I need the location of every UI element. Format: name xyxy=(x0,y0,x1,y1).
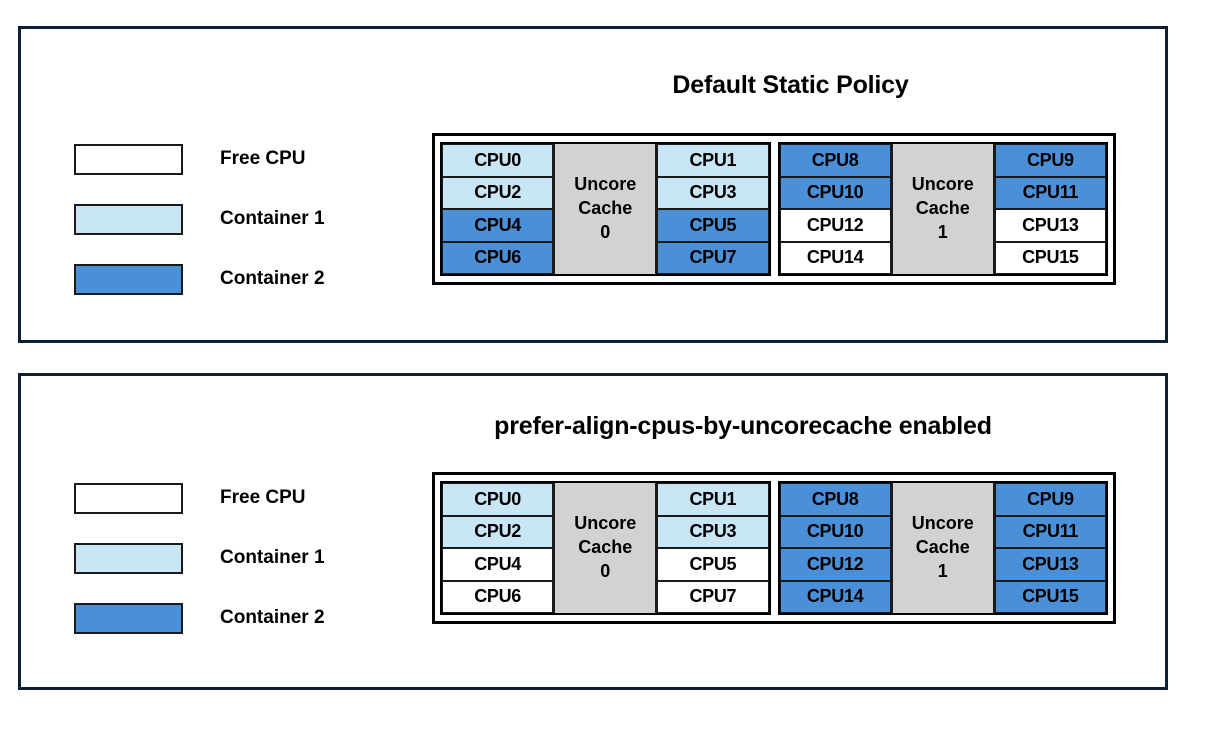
legend-item-label: Container 2 xyxy=(220,607,325,628)
uncore-cache-label-line2: Cache xyxy=(578,198,633,219)
legend-swatch-free-cpu xyxy=(74,482,183,514)
cpu-cell-cpu7: CPU7 xyxy=(657,241,769,274)
uncore-cache-label-line2: Cache xyxy=(578,537,633,558)
cpu-cell-cpu8: CPU8 xyxy=(779,483,891,516)
uncore-cache-label-line3: 1 xyxy=(937,221,948,242)
uncore-cache-label-line2: Cache xyxy=(915,198,970,219)
uncore-cache-label-line1: Uncore xyxy=(911,513,974,534)
cpu-cell-cpu1: CPU1 xyxy=(657,483,769,516)
cpu-cell-cpu3: CPU3 xyxy=(657,515,769,548)
legend-swatch-free-cpu xyxy=(74,143,183,175)
cpu-cell-cpu5: CPU5 xyxy=(657,548,769,581)
cpu-cell-cpu14: CPU14 xyxy=(779,580,891,613)
cpu-cell-cpu9: CPU9 xyxy=(994,483,1106,516)
cpu-cell-cpu13: CPU13 xyxy=(994,548,1106,581)
legend-item-label: Free CPU xyxy=(220,487,306,508)
legend-swatch-container1 xyxy=(74,203,183,235)
cpu-cell-cpu11: CPU11 xyxy=(994,176,1106,209)
uncore-cache-label-line1: Uncore xyxy=(574,174,637,195)
cpu-cell-cpu11: CPU11 xyxy=(994,515,1106,548)
panel-prefer-align-cpus-by-uncorecache: prefer-align-cpus-by-uncorecache enabled… xyxy=(18,373,1168,690)
cpu-cell-cpu10: CPU10 xyxy=(779,176,891,209)
uncore-cache-label-line3: 1 xyxy=(937,560,948,581)
legend-swatch-container2 xyxy=(74,263,183,295)
cpu-cell-cpu3: CPU3 xyxy=(657,176,769,209)
cpu-cell-cpu15: CPU15 xyxy=(994,241,1106,274)
legend-item: Container 1 xyxy=(74,189,325,249)
uncore-cache-label-line1: Uncore xyxy=(574,513,637,534)
cpu-cell-cpu7: CPU7 xyxy=(657,580,769,613)
page-title: Default Static Policy xyxy=(672,71,909,99)
cpu-cell-cpu14: CPU14 xyxy=(779,241,891,274)
cpu-cell-cpu1: CPU1 xyxy=(657,144,769,177)
legend-item: Container 2 xyxy=(74,249,325,309)
cpu-cell-cpu12: CPU12 xyxy=(779,548,891,581)
legend-swatch-container2 xyxy=(74,602,183,634)
cpu-cell-cpu13: CPU13 xyxy=(994,209,1106,242)
legend-item-label: Container 1 xyxy=(220,547,325,568)
legend: Free CPU Container 1 Container 2 xyxy=(74,129,325,309)
legend-item: Free CPU xyxy=(74,129,325,189)
uncore-cache-label-line2: Cache xyxy=(915,537,970,558)
cpu-cell-cpu6: CPU6 xyxy=(442,241,554,274)
legend-item: Container 2 xyxy=(74,588,325,648)
cpu-cell-cpu12: CPU12 xyxy=(779,209,891,242)
cpu-cell-cpu4: CPU4 xyxy=(442,548,554,581)
legend-swatch-container1 xyxy=(74,542,183,574)
cpu-cell-cpu0: CPU0 xyxy=(442,144,554,177)
legend-item: Container 1 xyxy=(74,528,325,588)
cpu-cell-cpu15: CPU15 xyxy=(994,580,1106,613)
legend-item-label: Container 2 xyxy=(220,268,325,289)
cpu-cell-cpu5: CPU5 xyxy=(657,209,769,242)
legend-item-label: Container 1 xyxy=(220,208,325,229)
cpu-cell-cpu4: CPU4 xyxy=(442,209,554,242)
legend: Free CPU Container 1 Container 2 xyxy=(74,468,325,648)
legend-item: Free CPU xyxy=(74,468,325,528)
legend-item-label: Free CPU xyxy=(220,148,306,169)
cpu-cell-cpu2: CPU2 xyxy=(442,176,554,209)
cpu-cell-cpu0: CPU0 xyxy=(442,483,554,516)
uncore-cache-label-line3: 0 xyxy=(600,221,611,242)
cpu-cell-cpu6: CPU6 xyxy=(442,580,554,613)
cpu-cell-cpu2: CPU2 xyxy=(442,515,554,548)
cpu-cell-cpu10: CPU10 xyxy=(779,515,891,548)
uncore-cache-label-line3: 0 xyxy=(600,560,611,581)
uncore-cache-label-line1: Uncore xyxy=(911,174,974,195)
cpu-cell-cpu9: CPU9 xyxy=(994,144,1106,177)
page-title: prefer-align-cpus-by-uncorecache enabled xyxy=(494,412,992,440)
panel-default-static-policy: Default Static Policy Free CPU Container … xyxy=(18,26,1168,343)
cpu-cell-cpu8: CPU8 xyxy=(779,144,891,177)
